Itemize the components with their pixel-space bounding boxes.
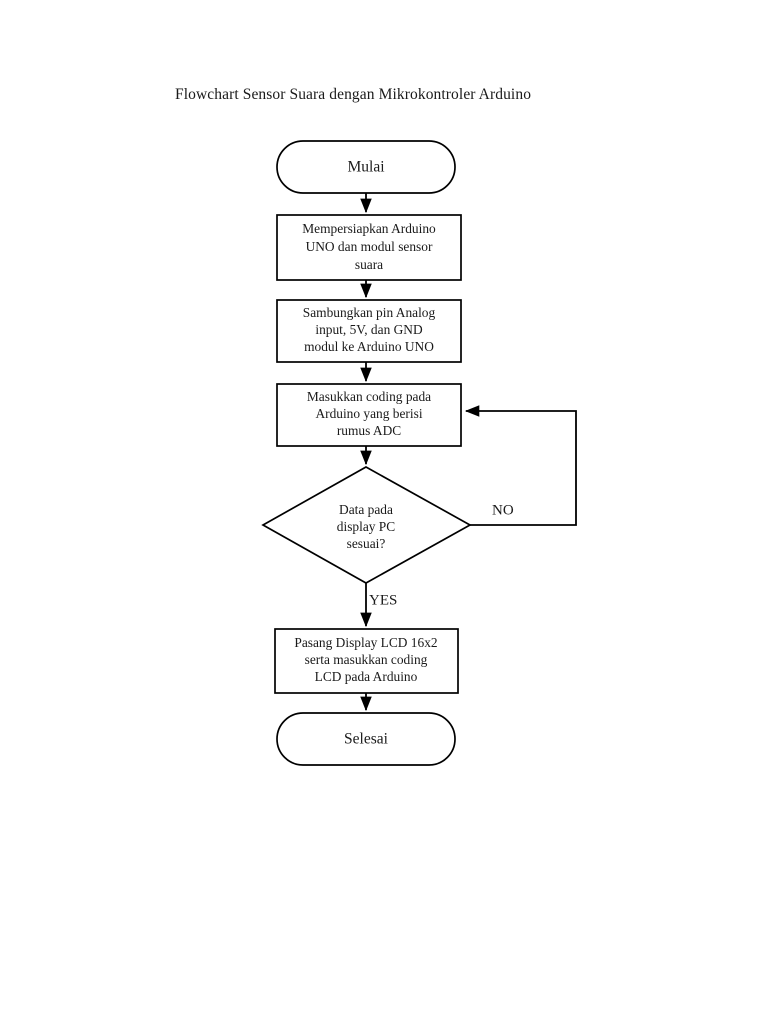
node-prepare[interactable]: Mempersiapkan Arduino UNO dan modul sens… xyxy=(276,214,462,281)
coding-process-shape xyxy=(276,383,462,447)
wiring-label-line-3: modul ke Arduino UNO xyxy=(304,339,434,354)
lcd-label-line-1: Pasang Display LCD 16x2 xyxy=(294,635,437,650)
node-coding[interactable]: Masukkan coding pada Arduino yang berisi… xyxy=(276,383,462,447)
lcd-label-line-3: LCD pada Arduino xyxy=(315,669,418,684)
node-wiring[interactable]: Sambungkan pin Analog input, 5V, dan GND… xyxy=(276,299,462,363)
start-label: Mulai xyxy=(347,159,385,176)
coding-label-line-3: rumus ADC xyxy=(337,423,401,438)
end-label: Selesai xyxy=(344,731,389,748)
edge-label-no: NO xyxy=(492,502,514,518)
prepare-label-line-2: UNO dan modul sensor xyxy=(306,239,433,254)
coding-label-line-2: Arduino yang berisi xyxy=(315,406,422,421)
edge-label-yes: YES xyxy=(369,592,397,608)
lcd-label-line-2: serta masukkan coding xyxy=(305,652,428,667)
check-label-line-3: sesuai? xyxy=(347,536,386,551)
node-start[interactable]: Mulai xyxy=(276,140,456,194)
page-title: Flowchart Sensor Suara dengan Mikrokontr… xyxy=(175,86,532,103)
check-label-line-1: Data pada xyxy=(339,502,393,517)
wiring-label-line-1: Sambungkan pin Analog xyxy=(303,305,436,320)
node-check[interactable]: Data pada display PC sesuai? xyxy=(261,466,472,584)
node-lcd[interactable]: Pasang Display LCD 16x2 serta masukkan c… xyxy=(274,628,459,694)
wiring-process-shape xyxy=(276,299,462,363)
prepare-label-line-3: suara xyxy=(355,257,383,272)
wiring-label-line-2: input, 5V, dan GND xyxy=(315,322,423,337)
node-end[interactable]: Selesai xyxy=(276,712,456,766)
check-label-line-2: display PC xyxy=(337,519,395,534)
coding-label-line-1: Masukkan coding pada xyxy=(307,389,431,404)
prepare-label-line-1: Mempersiapkan Arduino xyxy=(302,221,436,236)
connector-check-no-loop xyxy=(464,405,577,526)
end-terminator-shape xyxy=(276,712,456,766)
prepare-process-shape xyxy=(276,214,462,281)
